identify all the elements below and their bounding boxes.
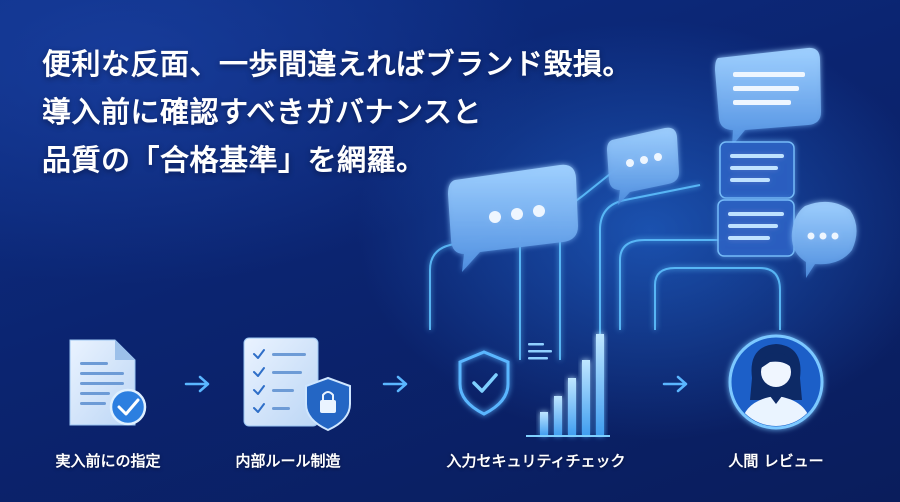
step-label-3: 入力セキュリティチェック	[446, 452, 626, 470]
headline: 便利な反面、一歩間違えればブランド毀損。 導入前に確認すべきガバナンスと 品質の…	[42, 40, 682, 184]
chat-bubble-top	[715, 47, 821, 146]
chat-bubble-mid	[607, 127, 679, 205]
document-check-icon	[69, 339, 147, 426]
step-label-1: 実入前にの指定	[55, 452, 161, 470]
arrow-icon-1	[184, 375, 210, 393]
checklist-lock-icon	[243, 337, 351, 432]
person-avatar-icon	[728, 334, 824, 430]
chat-bubble-left	[448, 164, 578, 272]
step-label-4: 人間 レビュー	[728, 452, 824, 470]
headline-line-2: 導入前に確認すべきガバナンスと	[42, 95, 482, 129]
arrow-icon-2	[382, 375, 408, 393]
headline-line-1: 便利な反面、一歩間違えればブランド毀損。	[42, 47, 633, 81]
shield-bar-chart-icon	[458, 334, 610, 437]
message-card-2	[717, 199, 795, 257]
arrow-icon-3	[662, 375, 688, 393]
message-card-1	[719, 141, 795, 199]
chat-bubble-right	[791, 201, 857, 278]
step-label-2: 内部ルール制造	[235, 452, 341, 470]
headline-line-3: 品質の「合格基準」を網羅。	[42, 143, 426, 177]
